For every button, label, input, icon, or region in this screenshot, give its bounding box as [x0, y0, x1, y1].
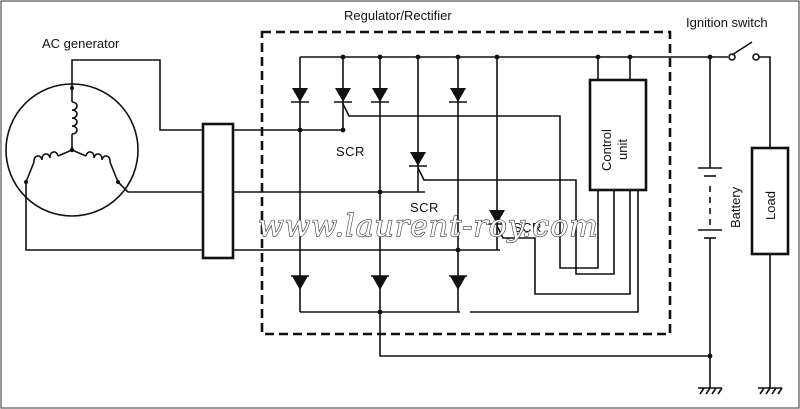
diode-top-1-icon	[292, 88, 308, 102]
ignition-switch-label: Ignition switch	[686, 15, 768, 30]
load-label: Load	[763, 191, 778, 220]
ground-symbol-battery-icon	[698, 387, 723, 395]
scr-3-icon	[489, 210, 505, 224]
ground-wire	[379, 312, 710, 357]
control-unit-ground-wire	[470, 190, 639, 313]
switch-to-load-wire	[759, 56, 771, 148]
wire-phase-3	[25, 182, 203, 251]
ground-symbol-load-icon	[758, 387, 783, 395]
control-unit-box	[588, 78, 648, 192]
scr-2-label: SCR	[410, 200, 439, 215]
ignition-switch-icon	[728, 41, 760, 61]
diode-top-3-icon	[450, 88, 466, 102]
scr-1-label: SCR	[336, 144, 365, 159]
load-box	[750, 146, 790, 256]
coil-top-icon	[71, 101, 78, 135]
diode-bottom-2-icon	[372, 276, 388, 290]
regulator-rectifier-box	[260, 30, 672, 336]
scr-1-icon	[335, 88, 351, 102]
scr-3-gate-wire	[496, 190, 631, 295]
wire-phase-1	[71, 59, 203, 131]
control-unit-label-1: Control	[599, 129, 614, 171]
scr-2-icon	[410, 152, 426, 166]
regulator-rectifier-label: Regulator/Rectifier	[344, 8, 452, 23]
battery-icon	[698, 167, 722, 239]
coil-left-icon	[33, 151, 59, 163]
scr-2-gate-wire	[417, 167, 615, 275]
scr-3-label: SCR	[513, 220, 542, 235]
coil-right-icon	[85, 151, 111, 163]
ac-generator-label: AC generator	[42, 36, 120, 51]
watermark: www.laurent-roy.com	[258, 209, 599, 244]
scr-1-gate-wire	[342, 103, 599, 269]
battery-label: Battery	[728, 186, 743, 228]
diode-bottom-3-icon	[450, 276, 466, 290]
connector-block	[201, 122, 235, 260]
wire-phase-2	[117, 181, 203, 193]
diode-top-2-icon	[372, 88, 388, 102]
diode-bottom-1-icon	[292, 276, 308, 290]
control-unit-label-2: unit	[615, 139, 630, 160]
